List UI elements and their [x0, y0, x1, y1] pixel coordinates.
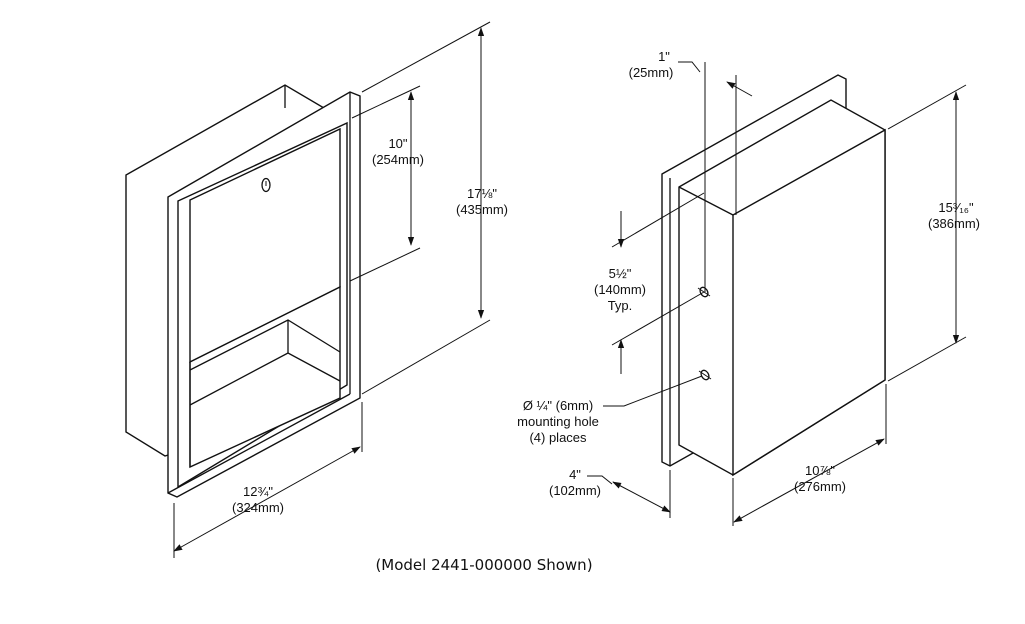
opening-height-metric: (254mm) [372, 152, 424, 167]
ext-line [611, 192, 705, 248]
front-view [125, 84, 361, 498]
flange-depth-metric: (25mm) [629, 65, 674, 80]
mounting-hole-icon [698, 369, 712, 381]
side-view [661, 74, 886, 477]
hole-spacing-note: Typ. [608, 298, 633, 313]
overall-width-metric: (324mm) [232, 500, 284, 515]
recess-depth-metric: (102mm) [549, 483, 601, 498]
recess-height-metric: (386mm) [928, 216, 980, 231]
recess-height-imperial: 15³⁄₁₆" [938, 200, 974, 215]
overall-height-metric: (435mm) [456, 202, 508, 217]
hole-spacing-metric: (140mm) [594, 282, 646, 297]
leader-line [678, 61, 701, 73]
opening-height-imperial: 10" [388, 136, 407, 151]
ext-line [887, 84, 967, 130]
overall-width-imperial: 12¾" [243, 484, 273, 499]
model-caption: (Model 2441-000000 Shown) [375, 556, 592, 574]
ext-line [887, 336, 967, 382]
overall-width-dim-line [173, 446, 361, 552]
hole-spacing-imperial: 5½" [609, 266, 632, 281]
box-top-edge [678, 186, 734, 216]
mounting-hole-count: (4) places [529, 430, 587, 445]
ext-line [349, 247, 421, 282]
leader-line [587, 475, 613, 485]
recess-width-metric: (276mm) [794, 479, 846, 494]
flange-depth-imperial: 1" [658, 49, 670, 64]
ext-line [611, 291, 705, 346]
overall-height-imperial: 17⅛" [467, 186, 497, 201]
recess-depth-imperial: 4" [569, 467, 581, 482]
mounting-hole-size: Ø ¼" (6mm) [523, 398, 593, 413]
front-view-dimensions [173, 21, 491, 558]
ext-line [361, 319, 491, 395]
recess-width-imperial: 10⅞" [805, 463, 835, 478]
lock-icon [261, 177, 271, 193]
ext-line [361, 21, 491, 93]
dimension-labels: 10" (254mm) 17⅛" (435mm) 12¾" (324mm) 1"… [232, 49, 980, 515]
flange-depth-arrow [726, 81, 753, 97]
ext-line [351, 85, 421, 119]
recess-depth-dim-line [612, 481, 671, 513]
recess-width-dim-line [733, 438, 885, 523]
opening-shelf [189, 352, 341, 406]
mounting-hole-label: mounting hole [517, 414, 599, 429]
box-face [732, 128, 886, 477]
side-view-dimensions [587, 61, 967, 526]
mounting-hole-leader [603, 375, 703, 407]
